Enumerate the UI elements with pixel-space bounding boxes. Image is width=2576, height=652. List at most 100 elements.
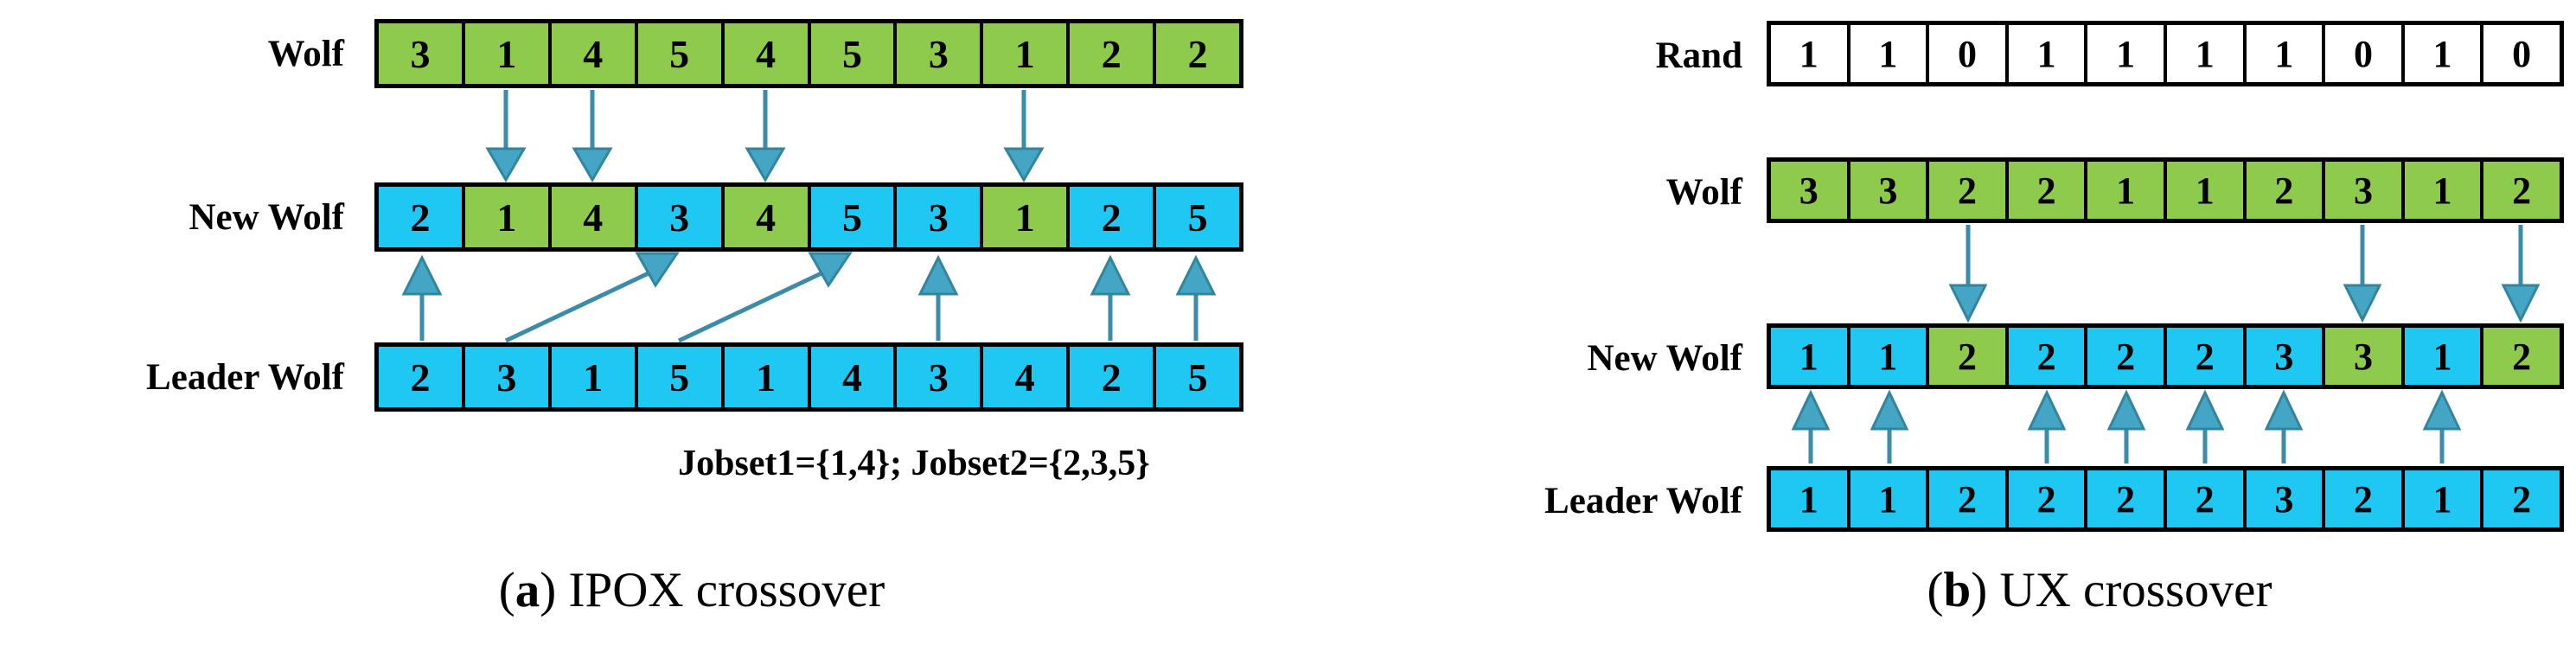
gene-cell: 2 <box>2163 328 2243 385</box>
arrow-up-icon <box>2106 389 2146 463</box>
arrow-up-icon <box>2264 389 2304 463</box>
rand-bit-cell: 1 <box>2163 25 2243 82</box>
arrow-diagonal-icon <box>504 252 680 343</box>
gene-cell: 1 <box>2163 162 2243 219</box>
gene-cell: 2 <box>1066 187 1154 247</box>
gene-cell: 2 <box>2084 470 2164 527</box>
gene-cell: 3 <box>461 347 548 407</box>
gene-cell: 3 <box>893 187 981 247</box>
gene-cell: 3 <box>2322 328 2401 385</box>
rand-bit-cell: 1 <box>1846 25 1927 82</box>
gene-cell: 3 <box>379 23 462 84</box>
caption-text: ) UX crossover <box>1971 563 2272 617</box>
gene-cell: 2 <box>1066 347 1154 407</box>
gene-cell: 1 <box>2400 470 2481 527</box>
gene-cell: 1 <box>2400 162 2481 219</box>
gene-cell: 2 <box>379 347 462 407</box>
gene-cell: 2 <box>2163 470 2243 527</box>
gene-cell: 2 <box>1926 328 2005 385</box>
arrow-up-icon <box>401 254 443 341</box>
arrow-down-icon <box>572 90 613 182</box>
arrow-up-icon <box>917 254 959 341</box>
arrow-down-icon <box>2343 225 2382 323</box>
gene-cell: 4 <box>547 187 635 247</box>
caption-text: ) IPOX crossover <box>540 563 885 617</box>
gene-cell: 2 <box>2004 162 2085 219</box>
gene-cell: 3 <box>2242 470 2323 527</box>
gene-cell: 5 <box>1153 187 1240 247</box>
gene-cell: 2 <box>1153 23 1240 84</box>
gene-cell: 2 <box>379 187 462 247</box>
arrow-up-icon <box>2422 389 2462 463</box>
ipox-new-wolf-row: 2 1 4 3 4 5 3 1 2 5 <box>374 182 1243 252</box>
gene-cell: 2 <box>1066 23 1154 84</box>
caption-letter: b <box>1943 563 1972 617</box>
gene-cell: 5 <box>807 23 894 84</box>
arrow-down-icon <box>2501 225 2541 323</box>
gene-cell: 1 <box>2084 162 2164 219</box>
arrow-down-icon <box>1948 225 1988 323</box>
ux-wolf-row: 3 3 2 2 1 1 2 3 1 2 <box>1767 157 2564 223</box>
ipox-leader-wolf-row: 2 3 1 5 1 4 3 4 2 5 <box>374 342 1243 412</box>
ipox-wolf-row: 3 1 4 5 4 5 3 1 2 2 <box>374 19 1243 88</box>
rand-bit-cell: 1 <box>2400 25 2481 82</box>
rand-bit-cell: 0 <box>2322 25 2401 82</box>
gene-cell: 1 <box>2400 328 2481 385</box>
rand-bit-cell: 1 <box>1771 25 1847 82</box>
gene-cell: 5 <box>634 23 721 84</box>
gene-cell: 1 <box>461 23 548 84</box>
gene-cell: 2 <box>2242 162 2323 219</box>
gene-cell: 2 <box>2004 328 2085 385</box>
arrow-down-icon <box>485 90 527 182</box>
gene-cell: 2 <box>1926 470 2005 527</box>
gene-cell: 5 <box>634 347 721 407</box>
arrow-up-icon <box>2027 389 2067 463</box>
ux-leader-wolf-label: Leader Wolf <box>1544 481 1742 521</box>
gene-cell: 4 <box>547 23 635 84</box>
caption-letter: a <box>515 563 540 617</box>
gene-cell: 2 <box>2322 470 2401 527</box>
gene-cell: 3 <box>2322 162 2401 219</box>
ux-leader-wolf-row: 1 1 2 2 2 2 3 2 1 2 <box>1767 466 2564 532</box>
gene-cell: 4 <box>980 347 1067 407</box>
ipox-leader-wolf-label: Leader Wolf <box>146 357 344 398</box>
gene-cell: 4 <box>807 347 894 407</box>
arrow-up-icon <box>1175 254 1217 341</box>
gene-cell: 5 <box>807 187 894 247</box>
gene-cell: 3 <box>634 187 721 247</box>
gene-cell: 1 <box>547 347 635 407</box>
rand-bit-cell: 0 <box>1926 25 2005 82</box>
gene-cell: 4 <box>720 23 808 84</box>
gene-cell: 1 <box>720 347 808 407</box>
rand-bit-cell: 1 <box>2004 25 2085 82</box>
rand-bit-cell: 0 <box>2480 25 2560 82</box>
gene-cell: 2 <box>2004 470 2085 527</box>
rand-bit-cell: 1 <box>2084 25 2164 82</box>
ipox-wolf-label: Wolf <box>267 34 344 74</box>
gene-cell: 1 <box>1846 470 1927 527</box>
gene-cell: 1 <box>1771 328 1847 385</box>
gene-cell: 2 <box>2480 470 2560 527</box>
gene-cell: 2 <box>2084 328 2164 385</box>
gene-cell: 3 <box>893 347 981 407</box>
ipox-new-wolf-label: New Wolf <box>189 197 344 238</box>
caption-open-paren: ( <box>498 563 515 617</box>
ux-caption: (b) UX crossover <box>1754 562 2445 618</box>
ux-wolf-label: Wolf <box>1665 172 1742 213</box>
rand-bit-cell: 1 <box>2242 25 2323 82</box>
gene-cell: 2 <box>1926 162 2005 219</box>
gene-cell: 1 <box>461 187 548 247</box>
gene-cell: 3 <box>2242 328 2323 385</box>
arrow-up-icon <box>1791 389 1831 463</box>
gene-cell: 5 <box>1153 347 1240 407</box>
ux-new-wolf-label: New Wolf <box>1587 338 1742 379</box>
gene-cell: 2 <box>2480 162 2560 219</box>
gene-cell: 4 <box>720 187 808 247</box>
gene-cell: 3 <box>1846 162 1927 219</box>
ux-rand-label: Rand <box>1655 35 1742 76</box>
gene-cell: 3 <box>893 23 981 84</box>
arrow-diagonal-icon <box>677 252 853 343</box>
ux-new-wolf-row: 1 1 2 2 2 2 3 3 1 2 <box>1767 323 2564 389</box>
arrow-down-icon <box>1003 90 1045 182</box>
